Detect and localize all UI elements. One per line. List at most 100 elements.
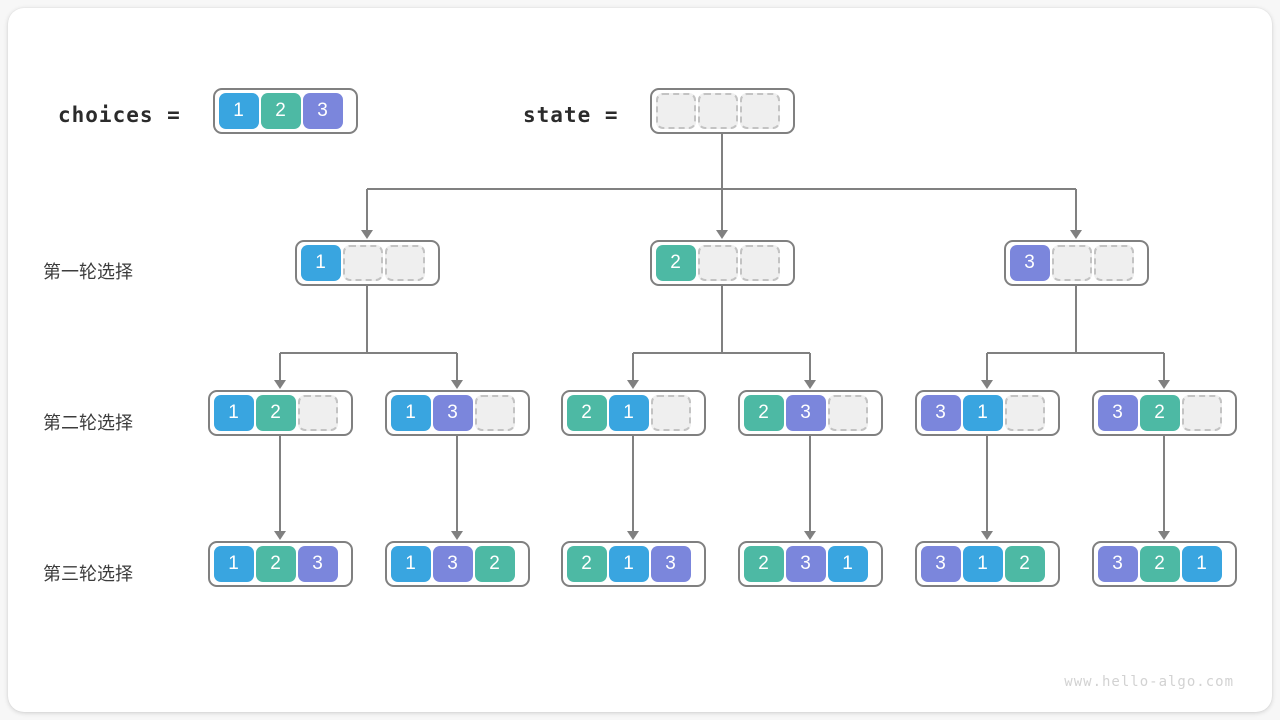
arrow-head <box>1158 380 1170 389</box>
choices-label: choices = <box>58 103 181 127</box>
array-cell-filled: 1 <box>608 546 649 582</box>
array-cell-filled: 1 <box>213 546 254 582</box>
connector-line <box>279 353 281 381</box>
array-cell-filled: 1 <box>390 546 431 582</box>
connector-line <box>1163 436 1165 532</box>
array-cell-filled: 3 <box>650 546 691 582</box>
connector-line <box>1075 189 1077 231</box>
array-cell-filled: 3 <box>1097 546 1138 582</box>
row-label-round-2: 第二轮选择 <box>43 413 133 433</box>
arrow-head <box>804 531 816 540</box>
array-cell-filled: 1 <box>213 395 254 431</box>
array-cell-filled: 1 <box>827 546 868 582</box>
array-cell-filled: 3 <box>785 546 826 582</box>
connector-line <box>366 286 368 353</box>
array-cell-filled: 1 <box>390 395 431 431</box>
arrow-head <box>627 380 639 389</box>
array-cell-filled: 1 <box>1181 546 1222 582</box>
connector-line <box>721 134 723 189</box>
row-label-round-3: 第三轮选择 <box>43 564 133 584</box>
array-cell-empty <box>1051 245 1092 281</box>
connector-line <box>632 436 634 532</box>
array-cell-empty <box>655 93 696 129</box>
array-cell-empty <box>474 395 515 431</box>
connector-line <box>633 352 810 354</box>
arrow-head <box>981 531 993 540</box>
array-cell-empty <box>342 245 383 281</box>
array-cell-empty <box>650 395 691 431</box>
array-cell-filled: 3 <box>1009 245 1050 281</box>
watermark: www.hello-algo.com <box>1064 674 1234 690</box>
array-cell-empty <box>739 93 780 129</box>
array-cell-empty <box>297 395 338 431</box>
array-cell-filled: 2 <box>255 395 296 431</box>
array-cell-filled: 3 <box>302 93 343 129</box>
connector-line <box>280 352 457 354</box>
array-cell-filled: 2 <box>474 546 515 582</box>
arrow-head <box>627 531 639 540</box>
array-cell-empty <box>1093 245 1134 281</box>
row-label-round-1: 第一轮选择 <box>43 262 133 282</box>
arrow-head <box>451 380 463 389</box>
array-cell-filled: 3 <box>1097 395 1138 431</box>
array-cell-filled: 2 <box>255 546 296 582</box>
array-cell-filled: 2 <box>655 245 696 281</box>
array-cell-empty <box>1004 395 1045 431</box>
arrow-head <box>1158 531 1170 540</box>
connector-line <box>986 436 988 532</box>
connector-line <box>809 353 811 381</box>
array-cell-empty <box>827 395 868 431</box>
connector-line <box>279 436 281 532</box>
level-1-node: 3 <box>1003 240 1149 286</box>
array-cell-filled: 2 <box>1139 395 1180 431</box>
array-cell-empty <box>384 245 425 281</box>
connector-line <box>721 286 723 353</box>
connector-line <box>987 352 1164 354</box>
arrow-head <box>361 230 373 239</box>
level-1-node: 1 <box>294 240 440 286</box>
array-cell-filled: 2 <box>260 93 301 129</box>
array-cell-filled: 2 <box>1139 546 1180 582</box>
arrow-head <box>274 531 286 540</box>
arrow-head <box>451 531 463 540</box>
array-cell-filled: 1 <box>218 93 259 129</box>
array-cell-filled: 3 <box>297 546 338 582</box>
arrow-head <box>981 380 993 389</box>
connector-line <box>1075 286 1077 353</box>
arrow-head <box>1070 230 1082 239</box>
arrow-head <box>804 380 816 389</box>
state-label: state = <box>523 103 619 127</box>
array-cell-filled: 1 <box>608 395 649 431</box>
array-cell-filled: 3 <box>432 395 473 431</box>
array-cell-filled: 2 <box>743 546 784 582</box>
level-1-node: 2 <box>649 240 795 286</box>
array-cell-filled: 2 <box>743 395 784 431</box>
connector-line <box>456 353 458 381</box>
array-cell-filled: 3 <box>432 546 473 582</box>
array-cell-empty <box>1181 395 1222 431</box>
connector-line <box>366 189 368 231</box>
connector-line <box>721 189 723 231</box>
array-cell-filled: 1 <box>962 395 1003 431</box>
connector-line <box>456 436 458 532</box>
state-array <box>649 88 795 134</box>
connector-line <box>809 436 811 532</box>
array-cell-empty <box>697 93 738 129</box>
array-cell-filled: 2 <box>566 546 607 582</box>
array-cell-filled: 1 <box>300 245 341 281</box>
array-cell-filled: 2 <box>1004 546 1045 582</box>
